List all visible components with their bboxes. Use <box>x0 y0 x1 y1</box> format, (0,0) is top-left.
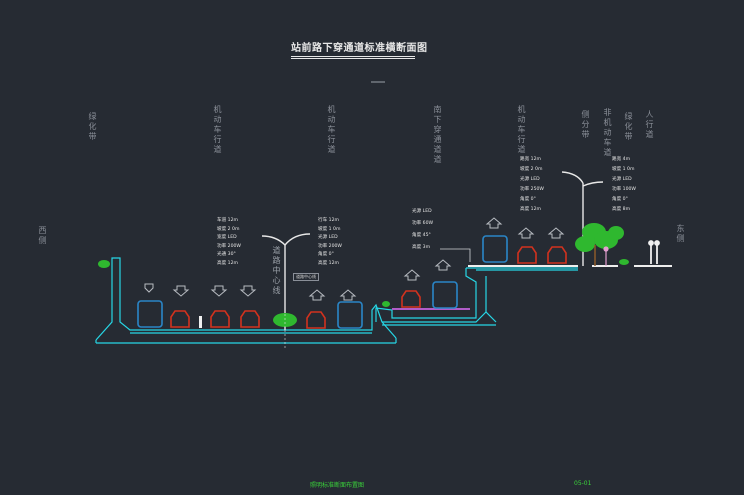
buses <box>137 235 508 329</box>
center-tag: 道路中心线 <box>293 273 319 281</box>
spec-line: 角度 0° <box>318 252 334 258</box>
label-sidewalk: 人行道 <box>645 110 654 140</box>
spec-line: 路宽 12m <box>520 157 541 162</box>
spec-line: 行车 12m <box>318 218 339 223</box>
spec-line: 高度 12m <box>318 260 339 266</box>
specs-mid: 光源 LED 功率 60W 角度 45° 高度 3m <box>412 206 433 254</box>
footer-number: 05-01 <box>574 480 592 487</box>
spec-line: 功率 250W <box>520 187 544 192</box>
spec-line: 路宽 4m <box>612 157 631 162</box>
spec-line: 高度 12m <box>217 260 238 266</box>
label-center-divider: 道路中心线 <box>272 246 281 296</box>
specs-left: 车道 12m 坡度 2 0m 宽度 LED 功率 200W 光通 30° 高度 … <box>217 217 241 269</box>
label-side-divider: 侧分带 <box>581 110 590 140</box>
cyclist <box>603 246 609 266</box>
cars <box>170 246 567 329</box>
bollard <box>199 316 202 328</box>
page-title: 站前路下穿通道标准横断面图 <box>291 43 428 54</box>
spec-line: 车道 12m <box>217 218 238 223</box>
spec-line: 光通 30° <box>217 252 236 258</box>
east-bush <box>619 259 629 265</box>
spec-line: 光源 LED <box>612 177 632 182</box>
footer-title: 照明标准断面布置图 <box>310 482 365 489</box>
spec-line: 高度 3m <box>412 245 431 250</box>
spec-line: 光源 LED <box>412 209 432 214</box>
spec-line: 坡度 1 0m <box>318 226 341 232</box>
label-underpass-lane: 南下穿通道道 <box>433 105 442 165</box>
direction-arrows <box>144 217 565 301</box>
label-green-belt-right: 绿化带 <box>624 112 633 142</box>
spec-line: 宽度 LED <box>217 235 237 241</box>
label-motor-lane-1: 机动车行道 <box>213 105 222 155</box>
spec-line: 功率 200W <box>318 243 342 249</box>
label-west: 西侧 <box>38 226 47 246</box>
mid-bush <box>382 301 390 307</box>
spec-line: 功率 100W <box>612 187 636 192</box>
spec-line: 角度 0° <box>612 197 628 202</box>
leader-line <box>440 248 471 262</box>
specs-east-motor: 路宽 12m 坡度 2 0m 光源 LED 功率 250W 角度 0° 高度 1… <box>520 155 544 215</box>
specs-east-side: 路宽 4m 坡度 1 0m 光源 LED 功率 100W 角度 0° 高度 8m <box>612 155 636 215</box>
label-east: 东侧 <box>676 224 685 244</box>
label-motor-lane-east: 机动车行道 <box>517 105 526 155</box>
east-trees <box>575 223 624 252</box>
spec-line: 光源 LED <box>318 235 338 241</box>
spec-line: 高度 12m <box>520 207 541 212</box>
spec-line: 功率 200W <box>217 243 241 249</box>
specs-center: 行车 12m 坡度 1 0m 光源 LED 功率 200W 角度 0° 高度 1… <box>318 217 342 269</box>
label-nonmotor-lane: 非机动车道 <box>603 108 612 158</box>
spec-line: 坡度 2 0m <box>520 167 543 172</box>
spec-line: 光源 LED <box>520 177 540 182</box>
spec-line: 角度 0° <box>520 197 536 202</box>
spec-line: 角度 45° <box>412 233 431 238</box>
spec-line: 功率 60W <box>412 221 434 226</box>
label-green-belt-left: 绿化带 <box>88 112 97 142</box>
pedestrians <box>648 240 660 264</box>
left-bush <box>98 260 110 268</box>
spec-line: 坡度 1 0m <box>612 167 635 172</box>
label-motor-lane-2: 机动车行道 <box>327 105 336 155</box>
spec-line: 高度 8m <box>612 207 631 212</box>
title-underline-1 <box>291 56 415 57</box>
spec-line: 坡度 2 0m <box>217 226 240 232</box>
title-underline-2 <box>291 58 415 59</box>
underpass-structure <box>95 257 578 344</box>
lamp-east <box>561 171 604 266</box>
